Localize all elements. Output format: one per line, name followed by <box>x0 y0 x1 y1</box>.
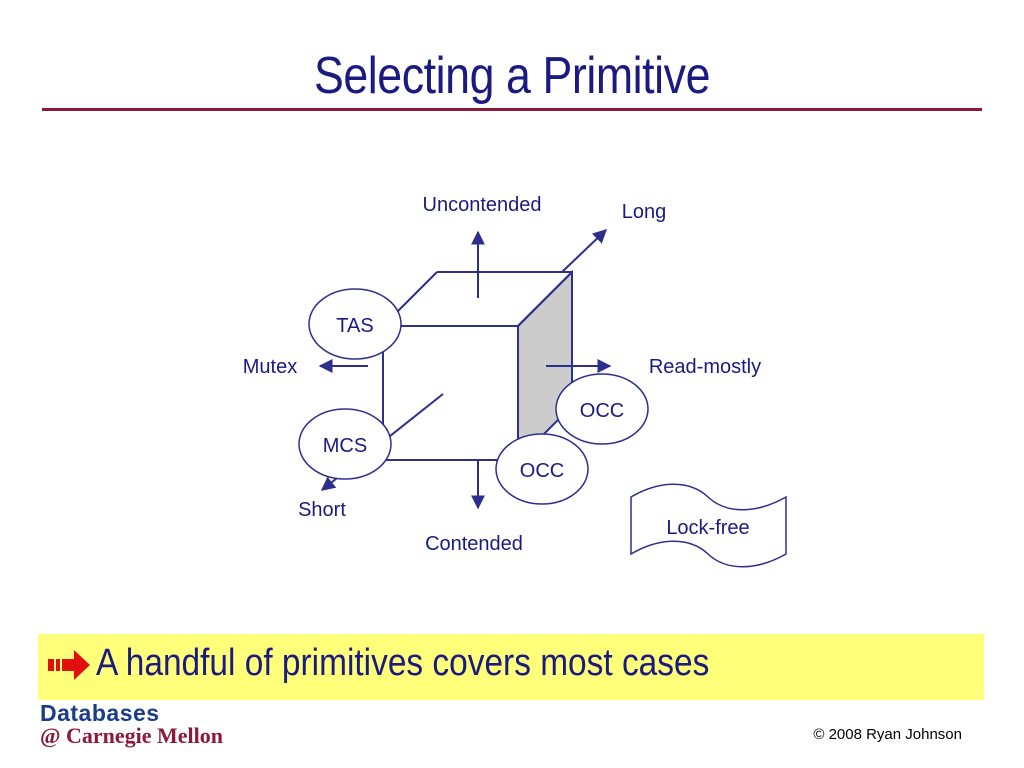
node-mcs <box>298 408 392 480</box>
label-short: Short <box>298 499 346 521</box>
arrow-long <box>561 229 608 273</box>
label-read-mostly: Read-mostly <box>649 356 761 378</box>
node-tas-label: TAS <box>336 315 373 337</box>
label-mutex: Mutex <box>243 356 297 378</box>
summary-banner: A handful of primitives covers most case… <box>38 634 984 700</box>
red-arrow-icon <box>48 650 90 680</box>
cube-front-face <box>382 325 519 461</box>
slide-title: Selecting a Primitive <box>313 47 711 105</box>
copyright: © 2008 Ryan Johnson <box>813 726 962 743</box>
label-contended: Contended <box>425 533 523 555</box>
logo-line-2: @ Carnegie Mellon <box>40 723 223 748</box>
lock-free-shape <box>630 483 787 568</box>
node-occ-bottom <box>495 433 589 505</box>
label-long: Long <box>622 201 667 223</box>
cube-top-right-edge <box>517 271 573 327</box>
databases-cmu-logo: Databases @ Carnegie Mellon <box>40 700 223 749</box>
summary-text: A handful of primitives covers most case… <box>96 642 710 684</box>
node-occ-side-label: OCC <box>580 400 624 422</box>
node-occ-side <box>555 373 649 445</box>
node-mcs-label: MCS <box>323 435 367 457</box>
logo-line-1: Databases <box>40 700 160 726</box>
node-occ-bottom-label: OCC <box>520 460 564 482</box>
title-divider <box>42 108 982 111</box>
label-uncontended: Uncontended <box>423 194 542 216</box>
lock-free-label: Lock-free <box>666 517 749 539</box>
node-tas <box>308 288 402 360</box>
